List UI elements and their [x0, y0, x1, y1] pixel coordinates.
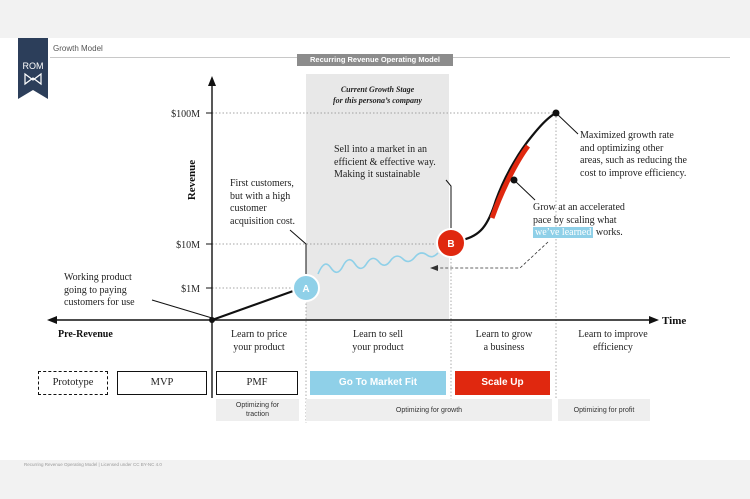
annotation-first-customers: First customers, but with a high custome…	[230, 178, 295, 228]
stage-price: Learn to price your product	[214, 328, 304, 354]
stage-sell: Learn to sell your product	[308, 328, 448, 354]
annotation-line: acquisition cost.	[230, 215, 295, 227]
x-axis-label: Time	[662, 315, 686, 327]
box-mvp: MVP	[117, 371, 207, 395]
stage-line: your product	[233, 342, 285, 353]
squiggle-line	[317, 252, 439, 275]
leader-first-customers	[289, 229, 307, 274]
annotation-sell-into: Sell into a market in an efficient & eff…	[334, 144, 436, 182]
logo-text: ROM	[23, 61, 44, 71]
annotation-working-product: Working product going to paying customer…	[64, 272, 135, 310]
leader-sell-into	[445, 179, 452, 230]
annotation-line: and optimizing other	[580, 142, 664, 154]
x-axis-left-arrow-icon	[47, 316, 57, 324]
leader-maximized	[555, 112, 579, 135]
origin-dot	[209, 317, 215, 323]
optimizing-growth: Optimizing for growth	[306, 399, 552, 421]
annotation-grow: Grow at an accelerated pace by scaling w…	[533, 202, 625, 240]
stage-line: Learn to grow	[475, 329, 533, 340]
rom-logo: ROM	[18, 38, 48, 99]
tick-label-10m: $10M	[176, 240, 200, 251]
stage-line: Learn to price	[230, 329, 288, 340]
current-stage-shade	[306, 74, 449, 320]
accelerated-segment	[489, 144, 531, 219]
header-title: Growth Model	[53, 44, 103, 53]
point-b	[436, 228, 466, 258]
annotation-line: Grow at an accelerated	[533, 202, 625, 213]
annotation-line: cost to improve efficiency.	[580, 167, 687, 179]
stage-line: Learn to sell	[353, 329, 403, 340]
leader-grow	[513, 179, 536, 201]
bowtie-icon	[24, 72, 42, 86]
annotation-line: but with a high	[230, 190, 291, 202]
current-stage-label: Current Growth Stage for this persona’s …	[306, 84, 449, 106]
box-go-to-market-fit: Go To Market Fit	[310, 371, 446, 395]
x-axis-right-arrow-icon	[649, 316, 659, 324]
annotation-line: customer	[230, 203, 267, 214]
tick-label-1m: $1M	[181, 284, 200, 295]
pre-revenue-label: Pre-Revenue	[58, 329, 113, 340]
current-stage-line2: for this persona’s company	[333, 96, 422, 105]
optimizing-traction: Optimizing for traction	[216, 399, 299, 421]
annotation-line: Sell into a market in an	[334, 144, 428, 155]
annotation-line: Maximized growth rate	[580, 130, 674, 141]
annotation-line: areas, such as reducing the	[580, 155, 687, 166]
y-axis-arrow-icon	[208, 76, 216, 86]
point-b-label: B	[447, 239, 454, 250]
annotation-line: First customers,	[230, 178, 294, 189]
stage-line: a business	[483, 342, 525, 353]
dashed-arrow	[436, 241, 549, 269]
optimizing-profit: Optimizing for profit	[558, 399, 650, 421]
highlight-learned: we’ve learned	[533, 227, 594, 238]
tick-label-100m: $100M	[171, 109, 200, 120]
footer: Recurring Revenue Operating Model | Lice…	[0, 460, 750, 499]
stage-efficiency: Learn to improve efficiency	[558, 328, 668, 354]
growth-curve	[461, 112, 557, 242]
opt-line: traction	[246, 411, 269, 418]
stage-line: Learn to improve	[578, 329, 648, 340]
annotation-line: going to paying	[64, 284, 127, 296]
point-a	[292, 274, 320, 302]
box-pmf: PMF	[216, 371, 298, 395]
annotation-maximized: Maximized growth rate and optimizing oth…	[580, 130, 687, 180]
annotation-line: Making it sustainable	[334, 169, 421, 180]
box-scale-up: Scale Up	[455, 371, 550, 395]
opt-line: Optimizing for	[235, 402, 280, 409]
license-text: Recurring Revenue Operating Model | Lice…	[24, 462, 162, 467]
stage-line: efficiency	[593, 342, 633, 353]
annotation-line: efficient & effective way.	[334, 156, 436, 168]
point-a-label: A	[302, 284, 309, 295]
annotation-line: we’ve learned works.	[533, 227, 625, 240]
model-title: Recurring Revenue Operating Model	[297, 54, 453, 66]
box-prototype: Prototype	[38, 371, 108, 395]
annotation-line: Working product	[64, 272, 132, 283]
y-axis-label: Revenue	[186, 160, 198, 200]
leader-working-product	[151, 299, 213, 319]
current-stage-line1: Current Growth Stage	[340, 85, 415, 94]
stage-grow: Learn to grow a business	[453, 328, 555, 354]
annotation-line: customers for use	[64, 297, 135, 308]
growth-line-start	[211, 288, 297, 322]
stage-line: your product	[352, 342, 404, 353]
annotation-line: pace by scaling what	[533, 214, 617, 226]
annotation-word: works.	[595, 227, 623, 238]
dashed-arrow-head-icon	[430, 265, 438, 271]
